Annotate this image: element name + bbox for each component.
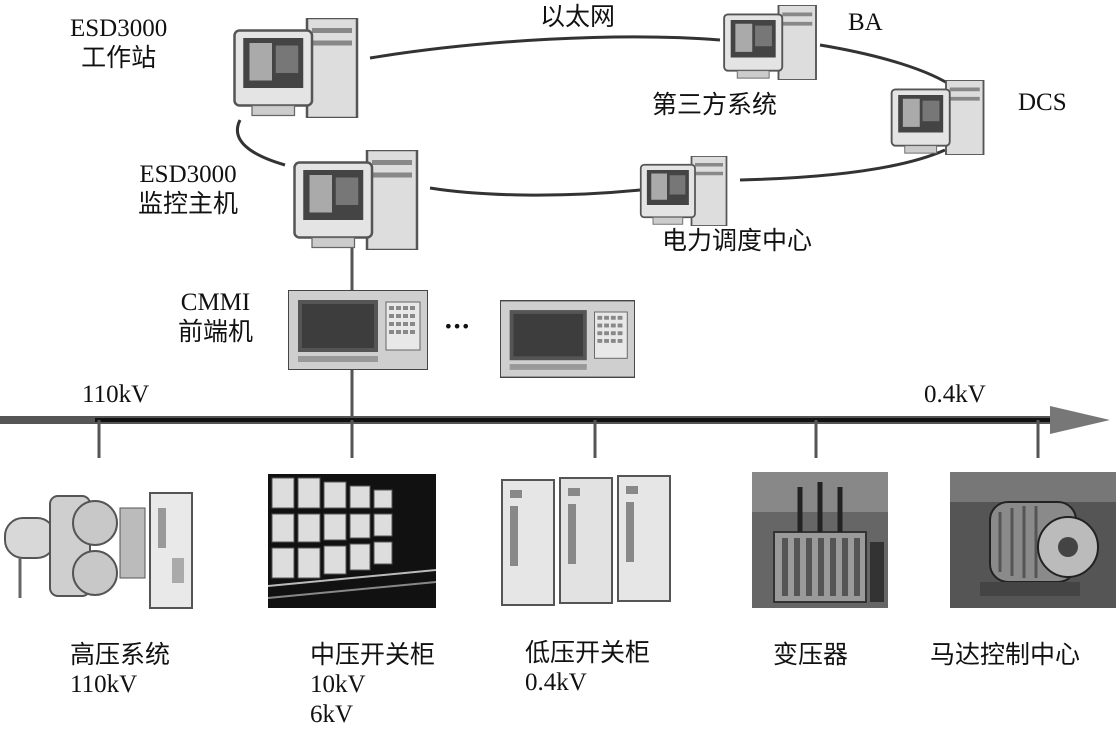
ba-label: BA — [848, 9, 883, 36]
equipment-label-high-voltage: 高压系统 110kV — [70, 640, 171, 698]
dispatch-computer-icon — [639, 156, 728, 226]
monitor-host-label: ESD3000 监控主机 — [138, 161, 239, 218]
workstation-label: ESD3000 工作站 — [70, 15, 168, 72]
dcs-label: DCS — [1018, 89, 1067, 116]
ethernet-label: 以太网 — [540, 2, 616, 31]
transformer-image — [752, 472, 888, 608]
ba-computer-icon — [723, 5, 817, 80]
medium-voltage-switchgear-image — [268, 474, 436, 608]
ethernet-ring — [235, 35, 956, 197]
third-party-label: 第三方系统 — [652, 90, 778, 119]
dcs-computer-icon — [890, 80, 985, 155]
ellipsis-label: ··· — [444, 312, 471, 341]
high-voltage-system-image — [4, 492, 193, 609]
front-end-panel-icon — [500, 300, 635, 378]
equipment-label-transformer: 变压器 — [773, 640, 849, 669]
workstation-computer-icon — [233, 18, 359, 118]
motor-control-center-image — [950, 472, 1116, 608]
low-voltage-switchgear-image — [501, 475, 671, 606]
axis-end-label: 0.4kV — [924, 381, 986, 408]
equipment-label-low-voltage: 低压开关柜 0.4kV — [525, 638, 651, 696]
axis-start-label: 110kV — [82, 381, 150, 408]
equipment-label-motor-control-center: 马达控制中心 — [930, 640, 1081, 669]
equipment-label-medium-voltage: 中压开关柜 10kV 6kV — [310, 640, 436, 728]
axis-arrowhead — [1050, 406, 1110, 434]
monitor-host-computer-icon — [293, 150, 419, 250]
dispatch-label: 电力调度中心 — [662, 226, 813, 255]
front-end-label: CMMI 前端机 — [178, 289, 254, 346]
front-end-panel-icon — [288, 290, 428, 370]
